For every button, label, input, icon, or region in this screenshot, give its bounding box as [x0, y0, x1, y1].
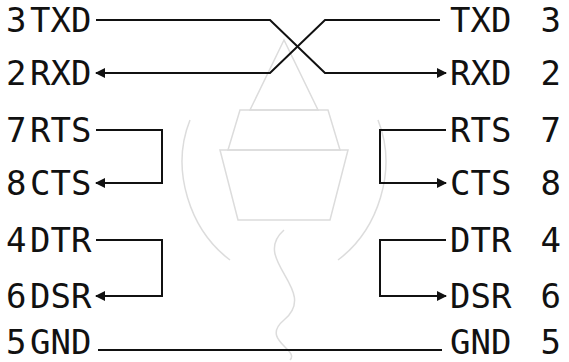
tx-rx-wire — [96, 20, 446, 73]
pin-number: 3 — [6, 0, 26, 40]
pin-number: 6 — [541, 276, 561, 316]
dtr-dsr-loop — [380, 240, 446, 296]
pin-number: 4 — [6, 220, 26, 260]
pin-number: 7 — [541, 110, 561, 150]
signal-name: RXD — [450, 53, 511, 93]
ground-wire — [98, 349, 442, 351]
pin-number: 6 — [6, 276, 26, 316]
pin-number: 5 — [541, 322, 561, 362]
pin-number: 4 — [541, 220, 561, 260]
signal-name: GND — [30, 322, 91, 362]
pin-number: 7 — [6, 110, 26, 150]
dtr-dsr-loop — [96, 240, 162, 296]
signal-name: CTS — [450, 163, 511, 203]
watermark-emblem — [182, 40, 386, 360]
signal-name: DTR — [30, 220, 91, 260]
pin-number: 8 — [6, 163, 26, 203]
tx-rx-wire — [96, 20, 440, 73]
pin-number: 3 — [541, 0, 561, 40]
signal-name: RTS — [450, 110, 511, 150]
rts-cts-loop — [380, 130, 446, 183]
signal-name: RTS — [30, 110, 91, 150]
signal-name: GND — [450, 322, 511, 362]
signal-name: CTS — [30, 163, 91, 203]
signal-name: TXD — [30, 0, 91, 40]
pin-number: 5 — [6, 322, 26, 362]
signal-name: DSR — [30, 276, 91, 316]
pin-number: 2 — [6, 53, 26, 93]
signal-name: DSR — [450, 276, 511, 316]
pin-number: 8 — [541, 163, 561, 203]
rts-cts-loop — [96, 130, 162, 183]
signal-name: TXD — [450, 0, 511, 40]
signal-name: RXD — [30, 53, 91, 93]
pin-number: 2 — [541, 53, 561, 93]
signal-name: DTR — [450, 220, 511, 260]
